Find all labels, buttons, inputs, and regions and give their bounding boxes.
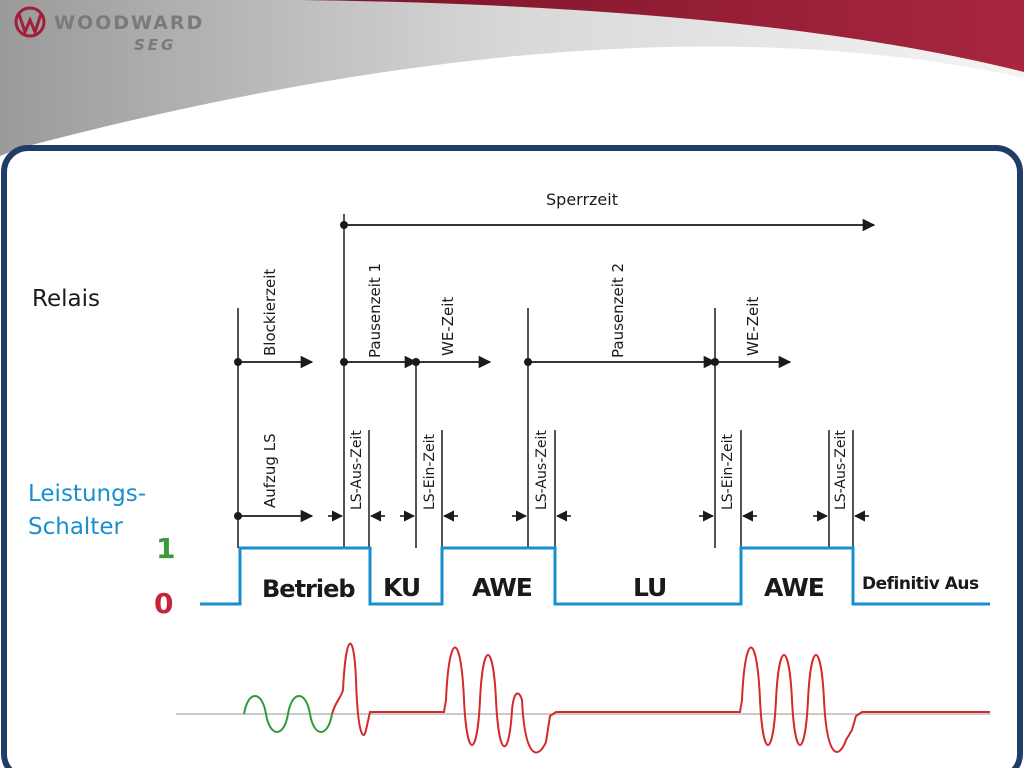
phase-ku: KU	[383, 573, 421, 602]
brand-name: WOODWARD	[54, 12, 205, 34]
current-waveform-fault	[331, 642, 990, 754]
phase-betrieb: Betrieb	[262, 575, 356, 603]
pausenzeit2-label: Pausenzeit 2	[609, 262, 627, 358]
ls-aus-zeit-1-label: LS-Aus-Zeit	[349, 430, 365, 510]
brand-sub: SEG	[134, 36, 177, 54]
level-zero-label: 0	[154, 587, 174, 620]
current-waveform-normal	[243, 695, 333, 733]
woodward-logo-icon	[14, 6, 46, 38]
ls-aus-zeit-2-label: LS-Aus-Zeit	[534, 430, 550, 510]
phase-definitiv-aus: Definitiv Aus	[862, 574, 979, 594]
relais-label: Relais	[32, 286, 100, 312]
ls-aus-zeit-3-label: LS-Aus-Zeit	[833, 430, 849, 510]
ls-ein-zeit-1-label: LS-Ein-Zeit	[422, 434, 438, 510]
wezeit1-label: WE-Zeit	[439, 296, 457, 356]
leistungs-label: Leistungs-	[28, 481, 146, 507]
aufzug-ls-label: Aufzug LS	[261, 433, 279, 508]
pausenzeit1-label: Pausenzeit 1	[366, 262, 384, 358]
phase-awe-2: AWE	[764, 573, 825, 602]
wezeit2-label: WE-Zeit	[744, 296, 762, 356]
content-frame	[1, 145, 1023, 768]
header-grey-band	[0, 0, 1024, 156]
breaker-signal-line	[200, 546, 990, 606]
schalter-label: Schalter	[28, 514, 123, 540]
blockierzeit-label: Blockierzeit	[261, 268, 279, 356]
phase-lu: LU	[633, 573, 667, 602]
sperrzeit-label: Sperrzeit	[546, 190, 618, 209]
ls-ein-zeit-2-label: LS-Ein-Zeit	[720, 434, 736, 510]
level-one-label: 1	[156, 532, 176, 565]
phase-awe-1: AWE	[472, 573, 533, 602]
header-red-band	[300, 0, 1024, 72]
